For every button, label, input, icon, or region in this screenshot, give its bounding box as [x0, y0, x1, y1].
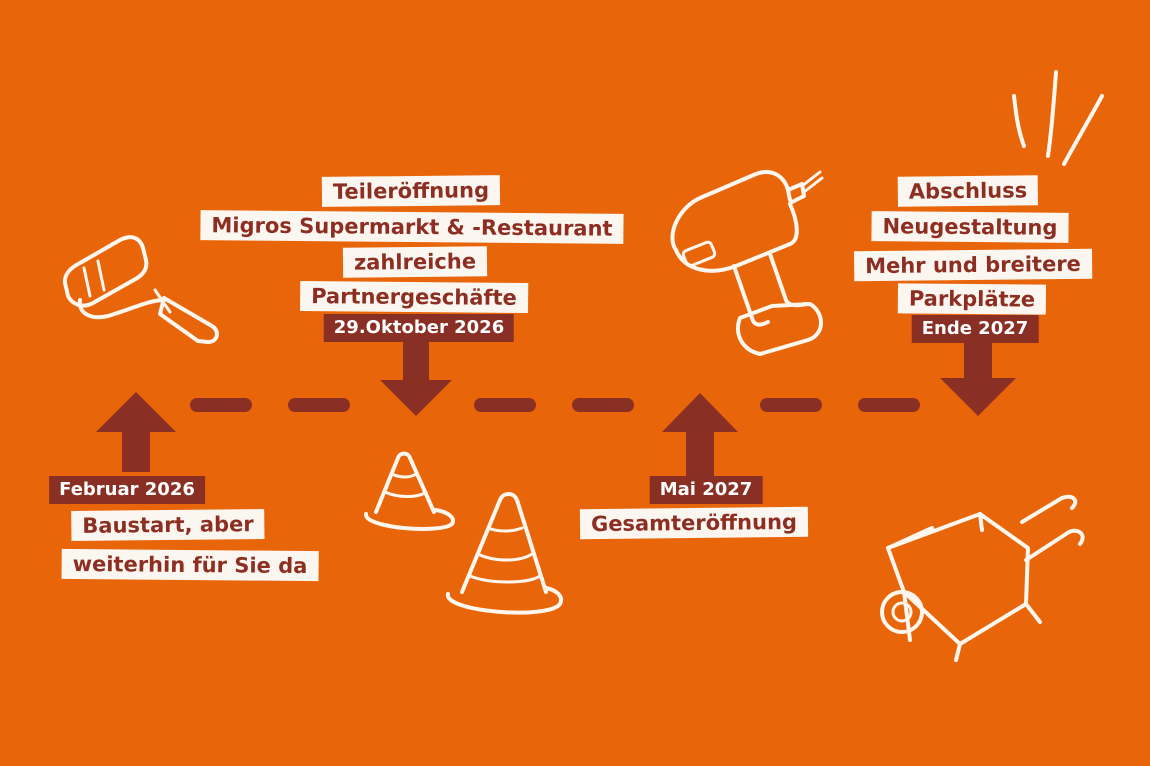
- milestone-text: Abschluss: [897, 175, 1039, 207]
- arrow-up-icon: [662, 393, 738, 476]
- milestone-date: Mai 2027: [649, 476, 763, 504]
- milestone-text: Neugestaltung: [871, 211, 1069, 243]
- milestone-date: 29.Oktober 2026: [323, 314, 515, 342]
- arrow-down-icon: [940, 342, 1016, 416]
- arrow-down-icon: [380, 340, 452, 416]
- sparkle-lines-icon: [1012, 70, 1104, 166]
- timeline-dashes: [190, 398, 920, 412]
- wheelbarrow-icon: [880, 494, 1085, 662]
- milestone-text: Migros Supermarkt & -Restaurant: [200, 210, 624, 244]
- milestone-date: Februar 2026: [49, 476, 205, 504]
- milestone-text: weiterhin für Sie da: [61, 548, 319, 582]
- traffic-cones-icon: [364, 451, 563, 615]
- paint-roller-icon: [63, 235, 219, 344]
- drill-icon: [670, 170, 824, 356]
- milestone-text: Parkplätze: [897, 283, 1047, 315]
- milestone-text: Gesamteröffnung: [579, 506, 809, 540]
- arrow-up-icon: [96, 392, 176, 472]
- milestone-text: Partnergeschäfte: [300, 281, 528, 313]
- milestone-text: Teileröffnung: [321, 175, 501, 207]
- milestone-text: zahlreiche: [342, 246, 488, 278]
- milestone-text: Mehr und breitere: [853, 248, 1093, 282]
- milestone-text: Baustart, aber: [71, 508, 265, 542]
- milestone-date: Ende 2027: [911, 315, 1039, 343]
